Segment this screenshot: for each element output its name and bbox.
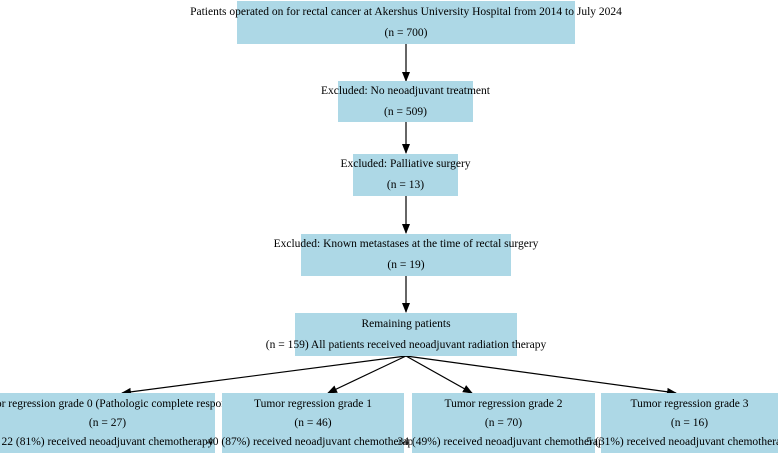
grade-0-node: Tumor regression grade 0 (Pathologic com… (0, 393, 240, 453)
arrow-remaining-to-grade1 (327, 355, 407, 394)
remaining-patients-count: (n = 159) All patients received neoadjuv… (265, 338, 547, 351)
exclusion-no-neoadjuvant-node: Excluded: No neoadjuvant treatment (n = … (321, 81, 490, 122)
exclusion-no-neoadjuvant-count: (n = 509) (384, 105, 427, 118)
exclusion-palliative-label: Excluded: Palliative surgery (340, 158, 471, 170)
grade-2-chemo: 34 (49%) received neoadjuvant chemothera… (397, 435, 610, 448)
grade-3-label: Tumor regression grade 3 (630, 397, 749, 410)
start-node: Patients operated on for rectal cancer a… (190, 1, 622, 44)
grade-1-count: (n = 46) (294, 416, 332, 429)
grade-0-chemo: 22 (81%) received neoadjuvant chemothera… (1, 435, 214, 448)
start-node-count: (n = 700) (384, 26, 428, 39)
exclusion-no-neoadjuvant-label: Excluded: No neoadjuvant treatment (321, 84, 490, 97)
grade-2-count: (n = 70) (484, 416, 523, 429)
exclusion-palliative-node: Excluded: Palliative surgery (n = 13) (340, 154, 471, 196)
grade-1-label: Tumor regression grade 1 (253, 397, 373, 410)
exclusion-metastases-node: Excluded: Known metastases at the time o… (274, 234, 538, 276)
arrow-remaining-to-grade2 (405, 355, 473, 394)
exclusion-metastases-label: Excluded: Known metastases at the time o… (273, 238, 539, 250)
grade-3-node: Tumor regression grade 3 (n = 16) 5 (31%… (586, 393, 778, 453)
exclusion-palliative-count: (n = 13) (386, 179, 425, 191)
grade-3-chemo: 5 (31%) received neoadjuvant chemotherap… (586, 435, 778, 448)
exclusion-metastases-count: (n = 19) (387, 259, 425, 271)
grade-3-count: (n = 16) (670, 416, 709, 429)
arrow-remaining-to-grade3 (405, 355, 677, 396)
grade-1-chemo: 40 (87%) received neoadjuvant chemothera… (206, 435, 420, 448)
arrow-remaining-to-grade0 (121, 355, 407, 396)
grade-2-label: Tumor regression grade 2 (444, 397, 563, 410)
remaining-patients-label: Remaining patients (361, 317, 451, 330)
start-node-label: Patients operated on for rectal cancer a… (190, 5, 622, 18)
grade-1-node: Tumor regression grade 1 (n = 46) 40 (87… (207, 393, 419, 453)
grade-0-count: (n = 27) (88, 416, 127, 429)
grade-2-node: Tumor regression grade 2 (n = 70) 34 (49… (397, 393, 610, 453)
remaining-patients-node: Remaining patients (n = 159) All patient… (266, 313, 546, 356)
grade-0-label: Tumor regression grade 0 (Pathologic com… (0, 397, 241, 410)
